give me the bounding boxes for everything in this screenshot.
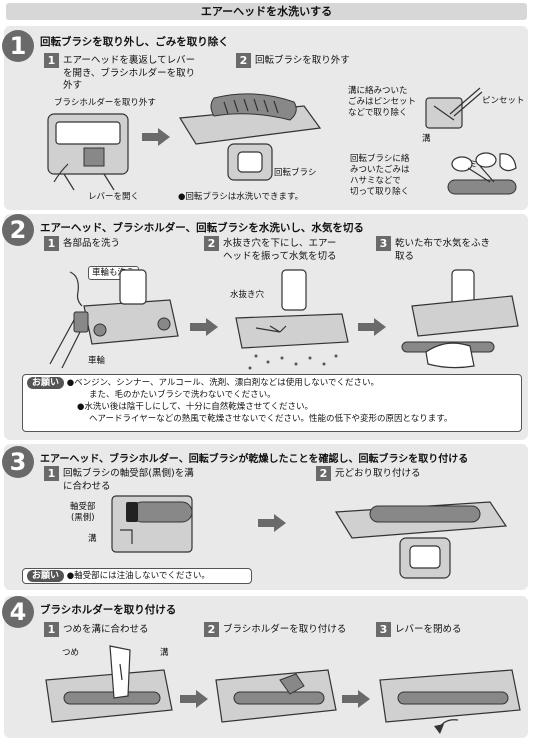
step1-sub2: 2 回転ブラシを取り外す — [236, 53, 350, 68]
step4-sub3: 3 レバーを閉める — [376, 622, 462, 637]
step2-sub2: 2 水抜き穴を下にし、エアー ヘッドを振って水気を切る — [204, 236, 374, 263]
caution-tag: お願い — [27, 377, 65, 389]
caution-line1: ●ベンジン、シンナー、アルコール、洗剤、漂白剤などは使用しないでください。 — [66, 378, 380, 388]
step2-sub3-text-a: 乾いた布で水気をふき — [395, 238, 491, 249]
step1-illustration-holder — [47, 113, 129, 191]
step2-sub2-text-b: ヘッドを振って水気を切る — [223, 251, 337, 262]
step1-sub1-badge: 1 — [44, 53, 59, 68]
step3-sub2-text: 元どおり取り付ける — [335, 468, 421, 479]
arrow-step3 — [258, 514, 286, 532]
step1-illustration-tweezers — [425, 87, 483, 129]
step4-illustration-claw — [45, 645, 173, 723]
label-scissors-b: みついたごみは — [350, 165, 410, 175]
label-tangle: 溝に絡みついた ごみはピンセット などで取り除く — [348, 86, 416, 119]
step4-sub1-badge: 1 — [44, 622, 59, 637]
step1-number: 1 — [2, 30, 34, 62]
step4-illustration-holder — [215, 669, 337, 723]
step3-sub1-text-a: 回転ブラシの軸受部(黒側)を溝 — [63, 468, 194, 479]
label-groove-3: 溝 — [88, 534, 97, 544]
step2-sub2-text-a: 水抜き穴を下にし、エアー — [223, 238, 337, 249]
note-brush-washable: ●回転ブラシは水洗いできます。 — [178, 192, 304, 202]
step2-sub1-text: 各部品を洗う — [63, 238, 121, 249]
step4-sub2-text: ブラシホルダーを取り付ける — [223, 624, 347, 635]
label-brush-holder: ブラシホルダーを取り外す — [54, 98, 156, 108]
label-scissors-a: 回転ブラシに絡 — [350, 154, 410, 164]
step4-number: 4 — [2, 596, 34, 628]
page-title: エアーヘッドを水洗いする — [6, 3, 527, 20]
step3-caution-note: お願い ●軸受部には注油しないでください。 — [22, 568, 252, 584]
step1-sub1-text-a: エアーヘッドを裏返してレバー — [63, 55, 196, 66]
label-lever-open: レバーを開く — [88, 192, 140, 202]
step2-illustration-wipe — [401, 269, 519, 369]
step2-sub3: 3 乾いた布で水気をふき 取る — [376, 236, 526, 263]
label-groove-1: 溝 — [422, 134, 431, 144]
arrow-step4-b — [342, 690, 370, 708]
step1-sub2-text: 回転ブラシを取り外す — [255, 55, 350, 66]
step1-title: 回転ブラシを取り外し、ごみを取り除く — [40, 36, 229, 48]
arrow-step2-b — [358, 318, 386, 336]
step2-caution-note: お願い ●ベンジン、シンナー、アルコール、洗剤、漂白剤などは使用しないでください… — [22, 374, 522, 432]
step3-number: 3 — [2, 446, 34, 478]
arrow-step1-a — [142, 128, 170, 146]
step4-illustration-lever — [379, 669, 521, 734]
step3-sub2-badge: 2 — [316, 466, 331, 481]
step1-sub2-badge: 2 — [236, 53, 251, 68]
step2-number: 2 — [2, 214, 34, 246]
arrow-step4-a — [180, 690, 208, 708]
step4-sub3-text: レバーを閉める — [395, 624, 462, 635]
step2-illustration-shake — [235, 269, 349, 370]
step2-illustration-wash — [49, 269, 179, 369]
label-bearing-a: 軸受部 — [70, 502, 96, 512]
step4-sub1: 1 つめを溝に合わせる — [44, 622, 149, 637]
caution-line4: ヘアードライヤーなどの熱風で乾燥させないでください。性能の低下や変形の原因となり… — [89, 414, 453, 424]
step2-sub1: 1 各部品を洗う — [44, 236, 120, 251]
caution-line3: ●水洗い後は陰干しにして、十分に自然乾燥させてください。 — [77, 402, 313, 412]
caution-line2: また、毛のかたいブラシで洗わないでください。 — [89, 390, 276, 400]
step2-sub3-badge: 3 — [376, 236, 391, 251]
caution-tag-3: お願い — [27, 570, 65, 582]
label-claw: つめ — [62, 648, 80, 658]
step4-sub2-badge: 2 — [204, 622, 219, 637]
step1-illustration-scissors — [447, 152, 517, 195]
step2-sub3-text-b: 取る — [395, 251, 415, 262]
label-drain-hole: 水抜き穴 — [230, 290, 265, 300]
label-bearing-b: (黒側) — [70, 513, 95, 523]
step3-title: エアーヘッド、ブラシホルダー、回転ブラシが乾燥したことを確認し、回転ブラシを取り… — [40, 454, 469, 465]
step3-sub1: 1 回転ブラシの軸受部(黒側)を溝 に合わせる — [44, 466, 254, 493]
step2-sub1-badge: 1 — [44, 236, 59, 251]
label-rotary-brush: 回転ブラシ — [274, 168, 317, 178]
step1-sub1: 1 エアーヘッドを裏返してレバー を開き、ブラシホルダーを取り 外す — [44, 53, 234, 92]
label-tweezers: ピンセット — [482, 96, 525, 106]
label-bearing: 軸受部 (黒側) — [70, 502, 96, 524]
label-tangle-b: ごみはピンセット — [348, 97, 417, 107]
label-wheel: 車輪 — [88, 356, 106, 366]
step3-sub1-text-b: に合わせる — [63, 481, 111, 492]
step3-sub1-badge: 1 — [44, 466, 59, 481]
step3-illustration-bearing — [111, 495, 193, 553]
step1-sub1-text-c: 外す — [63, 80, 83, 91]
step4-sub2: 2 ブラシホルダーを取り付ける — [204, 622, 346, 637]
label-groove-4: 溝 — [160, 648, 169, 658]
label-scissors-c: ハサミなどで — [350, 176, 401, 186]
step4-sub3-badge: 3 — [376, 622, 391, 637]
step2-title: エアーヘッド、ブラシホルダー、回転ブラシを水洗いし、水気を切る — [40, 222, 364, 234]
step4-sub1-text: つめを溝に合わせる — [63, 624, 149, 635]
label-tangle-c: などで取り除く — [348, 108, 408, 118]
step1-sub1-text-b: を開き、ブラシホルダーを取り — [63, 68, 196, 79]
step1-illustration-brush — [178, 93, 322, 181]
step4-title: ブラシホルダーを取り付ける — [40, 604, 177, 616]
step3-sub2: 2 元どおり取り付ける — [316, 466, 421, 481]
step2-sub2-badge: 2 — [204, 236, 219, 251]
label-scissors-cut: 回転ブラシに絡 みついたごみは ハサミなどで 切って取り除く — [350, 154, 410, 198]
arrow-step2-a — [190, 318, 218, 336]
label-tangle-a: 溝に絡みついた — [348, 86, 408, 96]
label-scissors-d: 切って取り除く — [350, 187, 410, 197]
step3-illustration-attach — [334, 501, 508, 579]
caution-line-3: ●軸受部には注油しないでください。 — [66, 571, 210, 581]
